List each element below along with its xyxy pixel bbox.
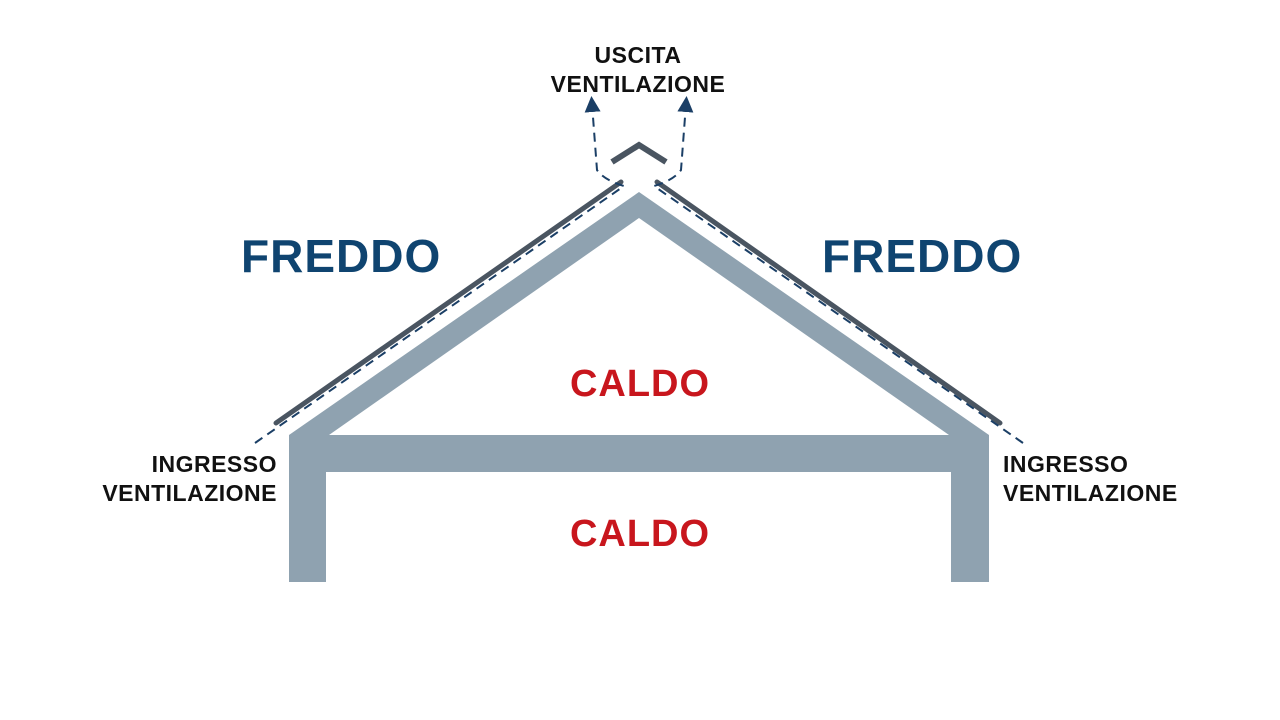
cold-label-right: FREDDO xyxy=(822,230,1023,282)
warm-label-room: CALDO xyxy=(569,513,711,555)
warm-label-attic: CALDO xyxy=(569,363,711,405)
ridge-cap xyxy=(610,141,668,165)
roof-cover-right xyxy=(654,179,1003,426)
airflow-right xyxy=(651,96,1024,444)
inlet-right-line1: INGRESSO xyxy=(1003,451,1129,477)
outlet-label: USCITA VENTILAZIONE xyxy=(533,41,743,99)
inlet-label-left: INGRESSO VENTILAZIONE xyxy=(40,450,277,508)
airflow-left xyxy=(254,96,627,444)
cold-label-left: FREDDO xyxy=(241,230,442,282)
inlet-right-line2: VENTILAZIONE xyxy=(1003,480,1178,506)
inlet-left-line1: INGRESSO xyxy=(151,451,277,477)
inlet-label-right: INGRESSO VENTILAZIONE xyxy=(1003,450,1253,508)
outlet-label-line1: USCITA xyxy=(594,42,682,68)
outlet-label-line2: VENTILAZIONE xyxy=(550,71,726,97)
roof-cover-left xyxy=(273,179,624,426)
inlet-left-line2: VENTILAZIONE xyxy=(102,480,277,506)
